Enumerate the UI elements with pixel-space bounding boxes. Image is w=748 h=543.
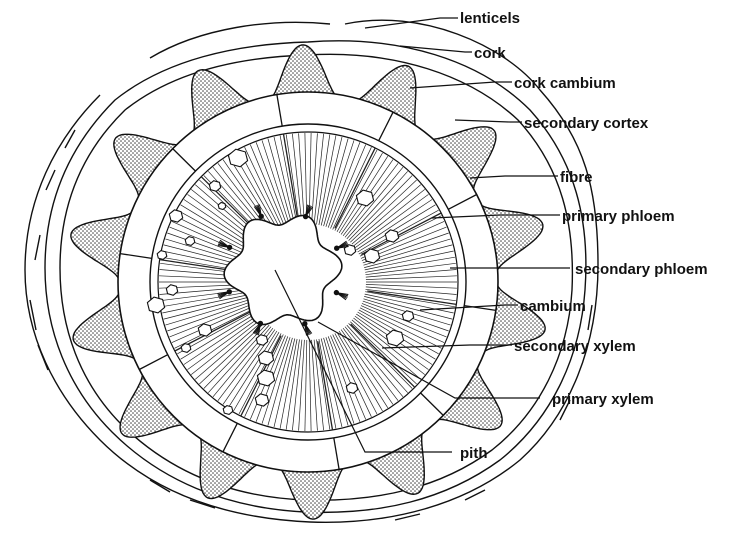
xylem-vessel (181, 344, 191, 353)
label-fibre: fibre (560, 169, 593, 186)
protoxylem-point (259, 214, 263, 218)
label-cork-cambium: cork cambium (514, 75, 616, 92)
label-cambium: cambium (520, 298, 586, 315)
xylem-vessel (218, 203, 226, 210)
xylem-vessel (402, 311, 413, 322)
xylem-vessel (157, 251, 167, 260)
xylem-vessel (344, 245, 355, 256)
label-cork: cork (474, 45, 506, 62)
leader-line-secondary-cortex (455, 120, 522, 122)
label-pith: pith (460, 445, 488, 462)
label-secondary-xylem: secondary xylem (514, 338, 636, 355)
xylem-vessel (209, 181, 220, 192)
xylem-vessel (185, 237, 195, 246)
protoxylem-point (227, 245, 231, 249)
xylem-vessel (223, 406, 233, 415)
label-secondary-cortex: secondary cortex (524, 115, 649, 132)
protoxylem-point (303, 322, 307, 326)
label-primary-phloem: primary phloem (562, 208, 675, 225)
protoxylem-point (335, 246, 339, 250)
protoxylem-point (334, 290, 338, 294)
label-primary-xylem: primary xylem (552, 391, 654, 408)
label-secondary-phloem: secondary phloem (575, 261, 708, 278)
protoxylem-point (258, 321, 262, 325)
protoxylem-point (303, 214, 307, 218)
label-lenticels: lenticels (460, 10, 520, 27)
xylem-vessel (166, 285, 177, 296)
xylem-vessel (256, 335, 267, 346)
leader-line-fibre (470, 176, 558, 178)
xylem-vessel (346, 383, 357, 394)
protoxylem-point (227, 290, 231, 294)
